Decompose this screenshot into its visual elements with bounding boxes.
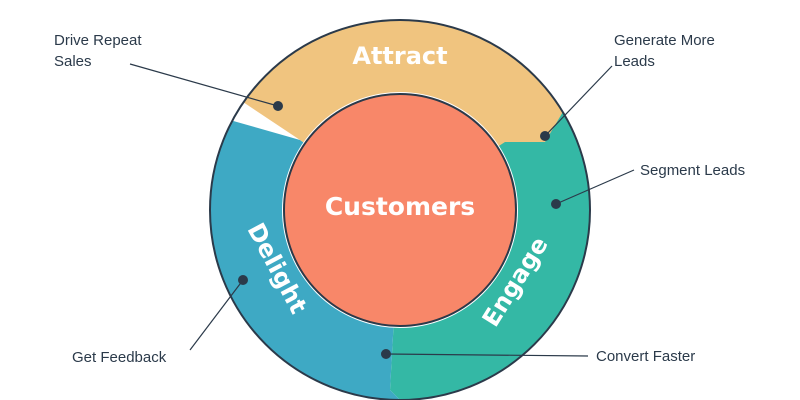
generate-more-leads-line1: Generate More — [614, 32, 715, 49]
segment-leads-label: Segment Leads — [640, 162, 745, 179]
center-label: Customers — [325, 192, 475, 221]
callout-dot — [551, 199, 561, 209]
attract-label: Attract — [352, 42, 447, 70]
callout-dot — [238, 275, 248, 285]
convert-faster-label: Convert Faster — [596, 348, 695, 365]
callout-dot — [273, 101, 283, 111]
callout-segment-leads: Segment Leads — [551, 162, 745, 209]
outer-ring-border — [209, 19, 591, 400]
callout-drive-repeat-sales: Drive Repeat Sales — [54, 32, 283, 111]
callout-dot — [381, 349, 391, 359]
drive-repeat-sales-line1: Drive Repeat — [54, 32, 142, 49]
callout-generate-more-leads: Generate More Leads — [540, 32, 715, 141]
generate-more-leads-line2: Leads — [614, 53, 655, 70]
callout-get-feedback: Get Feedback — [72, 275, 248, 366]
get-feedback-label: Get Feedback — [72, 349, 167, 366]
drive-repeat-sales-line2: Sales — [54, 53, 92, 70]
customers-circle — [283, 93, 517, 327]
callout-convert-faster: Convert Faster — [381, 348, 695, 365]
callout-dot — [540, 131, 550, 141]
